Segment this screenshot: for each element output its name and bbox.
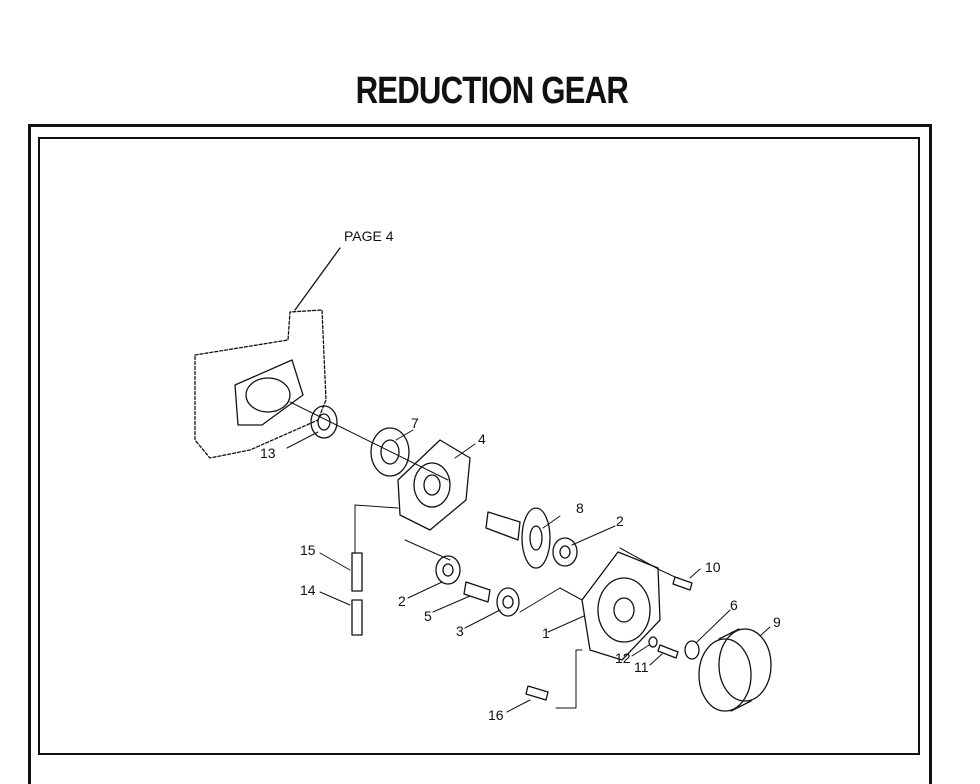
part-15-stud bbox=[351, 552, 363, 592]
part-12-washer bbox=[648, 636, 658, 648]
callout-2-upper: 2 bbox=[616, 513, 624, 529]
callout-16: 16 bbox=[488, 707, 504, 723]
part-3-bearing bbox=[496, 587, 520, 617]
part-14-screw bbox=[351, 599, 363, 636]
callout-9: 9 bbox=[773, 614, 781, 630]
callout-4: 4 bbox=[478, 431, 486, 447]
callout-8: 8 bbox=[576, 500, 584, 516]
callout-2-lower: 2 bbox=[398, 593, 406, 609]
part-4-gear-case bbox=[397, 439, 471, 531]
part-2-bearing-lower bbox=[435, 555, 461, 585]
part-5-pinion bbox=[463, 581, 491, 603]
leader-lines bbox=[286, 429, 771, 713]
callout-13: 13 bbox=[260, 445, 276, 461]
part-8-shaft-gear bbox=[485, 507, 551, 569]
callout-5: 5 bbox=[424, 608, 432, 624]
page-reference-label: PAGE 4 bbox=[344, 228, 394, 244]
part-6-ring bbox=[684, 640, 700, 660]
callout-14: 14 bbox=[300, 582, 316, 598]
diagram-frame bbox=[38, 137, 920, 755]
engine-block-outline bbox=[194, 247, 341, 459]
part-9-clutch-drum bbox=[698, 628, 772, 712]
assembly-guide-lines bbox=[289, 401, 676, 709]
part-11-bolt bbox=[657, 644, 679, 659]
part-10-bolt bbox=[672, 576, 693, 591]
outer-frame bbox=[28, 124, 932, 784]
part-2-bearing-upper bbox=[552, 537, 578, 567]
callout-3: 3 bbox=[456, 623, 464, 639]
callout-1: 1 bbox=[542, 625, 550, 641]
callout-6: 6 bbox=[730, 597, 738, 613]
callout-11: 11 bbox=[634, 659, 649, 675]
part-16-bolt bbox=[525, 685, 549, 701]
page-title: REDUCTION GEAR bbox=[355, 70, 629, 112]
callout-12: 12 bbox=[615, 650, 631, 666]
callout-7: 7 bbox=[411, 415, 419, 431]
part-1-housing bbox=[581, 551, 661, 661]
callout-15: 15 bbox=[300, 542, 316, 558]
callout-10: 10 bbox=[705, 559, 721, 575]
part-7-bearing bbox=[370, 427, 410, 477]
